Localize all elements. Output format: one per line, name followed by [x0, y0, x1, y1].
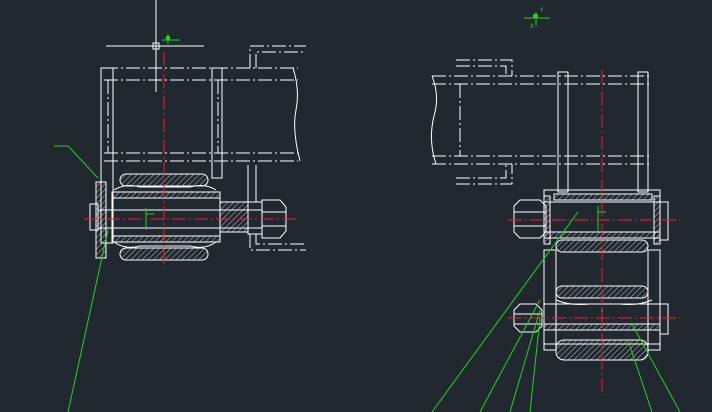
right-leader-line-6	[627, 339, 653, 412]
right-leader-line-1	[431, 211, 579, 412]
left-leader-line-lower	[67, 229, 109, 412]
ucs-icon: X Y	[524, 7, 550, 30]
left-assembly-view	[54, 45, 306, 412]
right-leader-line-2	[479, 299, 541, 412]
left-roller	[111, 173, 221, 261]
left-axle-bolt	[89, 165, 306, 259]
right-assembly-view	[430, 59, 681, 412]
right-leader-line-5	[631, 323, 681, 412]
right-upper-roller	[513, 189, 669, 253]
right-leader-line-4	[529, 317, 541, 412]
crosshair-icon	[106, 0, 204, 92]
ucs-x-label: X	[530, 23, 534, 30]
right-leader-line-3	[509, 309, 541, 412]
left-leader-line-upper	[54, 145, 99, 179]
right-frame-tube	[430, 59, 652, 193]
left-frame-tube	[100, 45, 306, 244]
ucs-y-label: Y	[540, 7, 544, 14]
